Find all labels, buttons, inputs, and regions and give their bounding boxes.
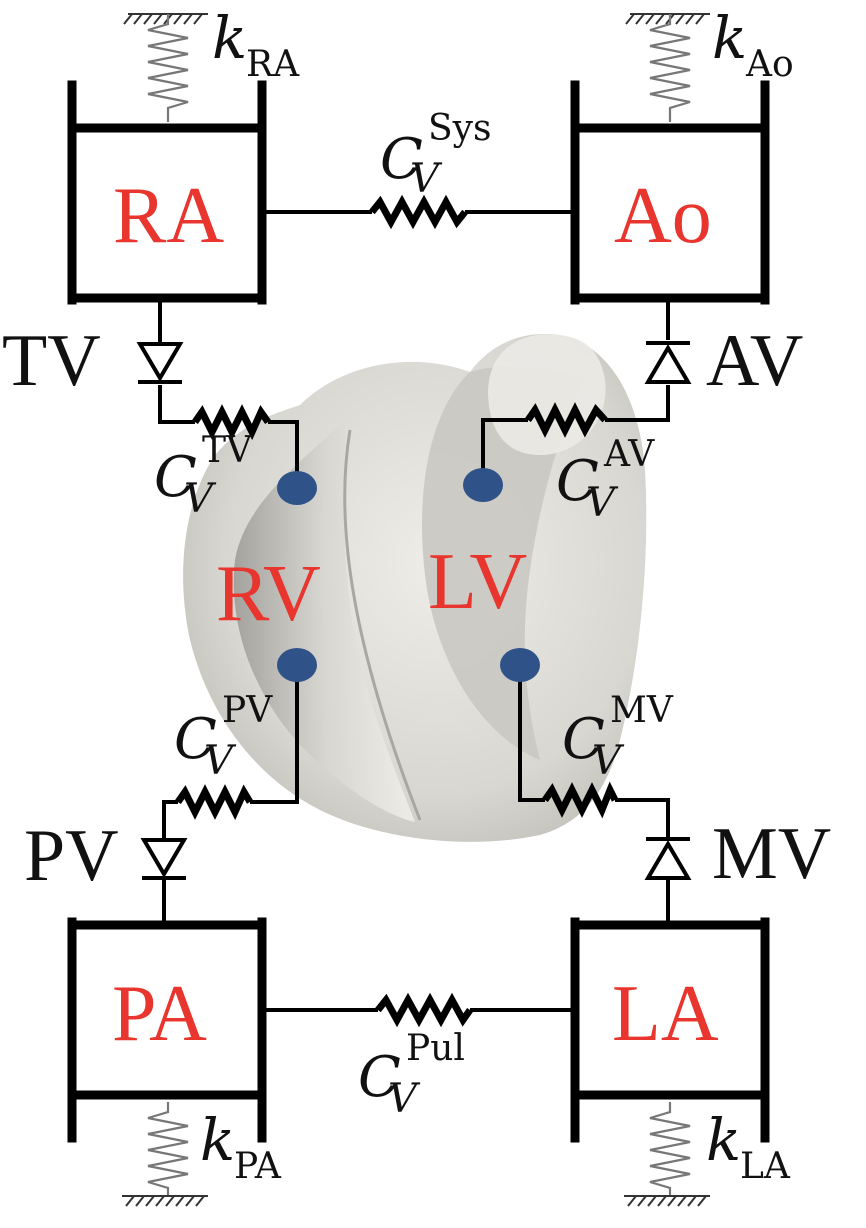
symbol-c-pul: C V Pul	[358, 1028, 465, 1122]
node-rv-bottom	[277, 648, 317, 682]
svg-text:k: k	[712, 4, 747, 72]
label-rv: RV	[216, 550, 321, 638]
symbol-c-pv: C V PV	[174, 690, 273, 784]
wires	[158, 210, 670, 1012]
spring-ra	[123, 13, 208, 122]
svg-text:k: k	[200, 1106, 235, 1174]
lv-cavity	[422, 366, 585, 760]
valve-av-symbol	[644, 341, 692, 384]
svg-text:C: C	[562, 707, 605, 772]
label-av: AV	[706, 320, 803, 402]
label-tv: TV	[2, 320, 101, 402]
svg-text:C: C	[174, 707, 217, 772]
symbol-k-la: k LA	[706, 1106, 791, 1187]
svg-text:V: V	[410, 156, 443, 202]
svg-text:PV: PV	[222, 690, 273, 731]
svg-text:C: C	[154, 445, 197, 510]
ra-box	[67, 80, 267, 305]
valve-pv-symbol	[140, 838, 188, 880]
svg-text:Pul: Pul	[406, 1028, 465, 1069]
valve-tv-symbol	[136, 342, 184, 384]
svg-text:V: V	[388, 1076, 421, 1122]
label-la: LA	[612, 970, 719, 1058]
svg-text:LA: LA	[740, 1146, 791, 1187]
svg-text:PA: PA	[234, 1146, 282, 1187]
svg-text:Ao: Ao	[745, 44, 794, 85]
label-pv: PV	[24, 815, 119, 897]
svg-text:k: k	[212, 4, 247, 72]
svg-text:RA: RA	[246, 44, 300, 85]
symbol-k-ra: k RA	[212, 4, 300, 85]
svg-text:C: C	[358, 1045, 401, 1110]
symbol-c-av: C V AV	[556, 434, 655, 526]
spring-pa	[122, 1102, 208, 1207]
rv-cavity	[233, 420, 415, 822]
lv-wall-highlight	[488, 334, 606, 455]
label-pa: PA	[112, 970, 207, 1058]
label-ao: Ao	[614, 172, 712, 260]
symbol-k-pa: k PA	[200, 1106, 282, 1187]
svg-text:Sys: Sys	[428, 108, 491, 149]
resistor-mv	[542, 781, 619, 819]
svg-text:V: V	[204, 738, 237, 784]
symbol-c-sys: C V Sys	[380, 108, 491, 202]
svg-text:V: V	[586, 480, 619, 526]
symbol-k-ao: k Ao	[712, 4, 794, 85]
spring-la	[624, 1102, 710, 1207]
node-lv-top	[463, 468, 503, 502]
svg-text:k: k	[706, 1106, 741, 1174]
resistor-av	[525, 402, 608, 438]
svg-text:TV: TV	[202, 430, 253, 471]
node-rv-top	[277, 471, 317, 505]
pa-box	[67, 917, 267, 1143]
ao-box	[570, 80, 770, 305]
symbol-c-mv: C V MV	[562, 690, 674, 784]
la-box	[570, 917, 770, 1143]
svg-text:C: C	[380, 127, 423, 192]
svg-text:V: V	[592, 738, 625, 784]
svg-text:C: C	[556, 449, 599, 514]
symbol-c-tv: C V TV	[154, 430, 253, 522]
svg-text:V: V	[184, 476, 217, 522]
resistor-tv	[192, 404, 271, 441]
spring-ao	[625, 13, 710, 122]
label-lv: LV	[428, 538, 527, 626]
septum-crease	[343, 429, 422, 821]
label-ra: RA	[113, 172, 224, 260]
resistor-pv	[175, 784, 254, 821]
valve-mv-symbol	[644, 837, 692, 880]
svg-text:AV: AV	[603, 434, 655, 475]
label-mv: MV	[712, 813, 831, 895]
node-lv-bottom	[500, 648, 540, 682]
resistor-sys	[369, 194, 468, 230]
resistor-pul	[375, 992, 473, 1028]
svg-text:MV: MV	[610, 690, 674, 731]
